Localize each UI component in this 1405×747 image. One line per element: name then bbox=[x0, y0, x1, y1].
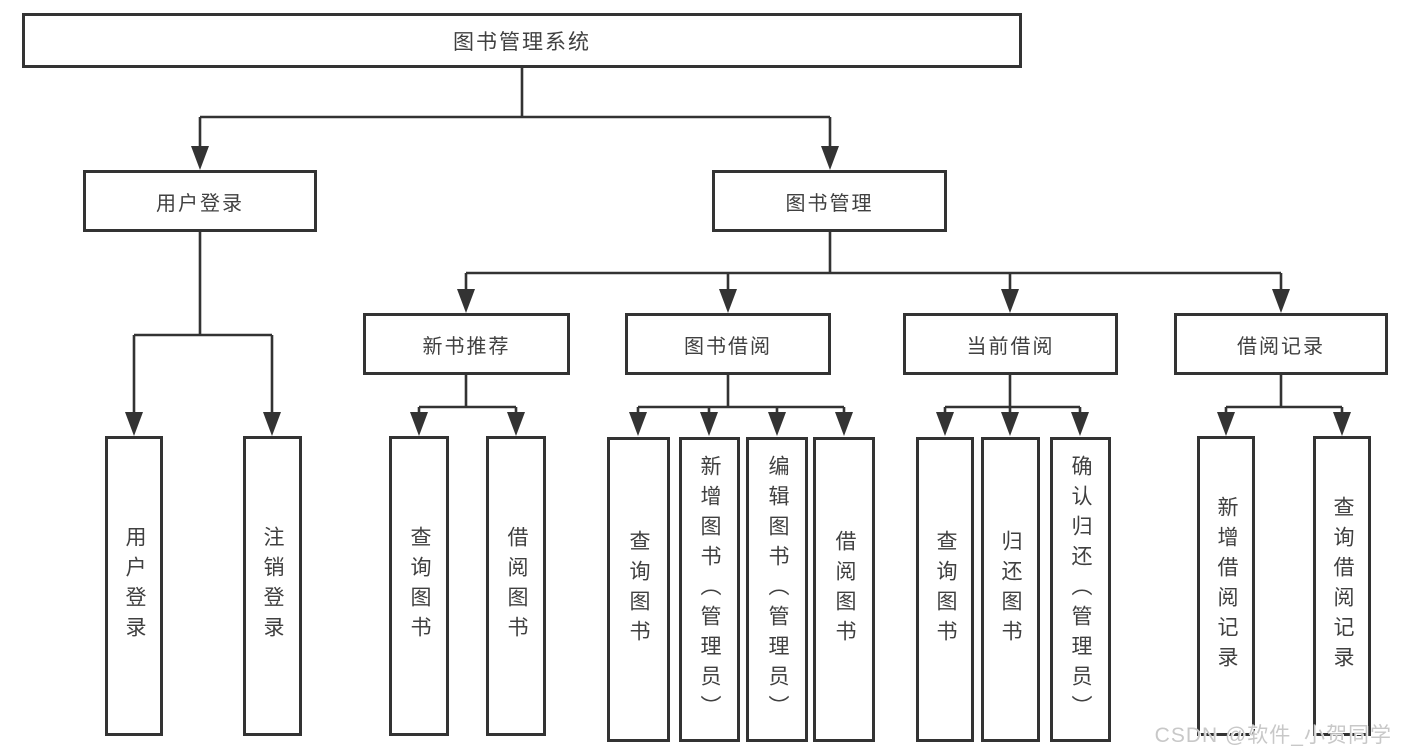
watermark: CSDN @软件_小贺同学 bbox=[1154, 724, 1392, 747]
leaf-logout: 注销登录 bbox=[243, 436, 302, 736]
leaf-confirm-return-admin: 确认归还（管理员） bbox=[1050, 437, 1111, 742]
leaf-query-books-current: 查询图书 bbox=[916, 437, 974, 742]
node-book-borrow: 图书借阅 bbox=[625, 313, 831, 375]
leaf-query-borrow-record: 查询借阅记录 bbox=[1313, 436, 1371, 736]
leaf-borrow-books: 借阅图书 bbox=[813, 437, 875, 742]
connector-user-login-split bbox=[125, 232, 281, 436]
node-book-management: 图书管理 bbox=[712, 170, 947, 232]
connector-current-borrow-split bbox=[936, 375, 1089, 436]
leaf-query-books-borrow: 查询图书 bbox=[607, 437, 670, 742]
leaf-return-books: 归还图书 bbox=[981, 437, 1040, 742]
node-new-book-recommend: 新书推荐 bbox=[363, 313, 570, 375]
connector-book-management-split bbox=[457, 232, 1290, 313]
node-root-system: 图书管理系统 bbox=[22, 13, 1022, 68]
node-current-borrow: 当前借阅 bbox=[903, 313, 1118, 375]
leaf-borrow-books-recommend: 借阅图书 bbox=[486, 436, 546, 736]
leaf-add-borrow-record: 新增借阅记录 bbox=[1197, 436, 1255, 736]
connector-new-book-recommend-split bbox=[410, 375, 525, 436]
node-borrow-records: 借阅记录 bbox=[1174, 313, 1388, 375]
node-user-login: 用户登录 bbox=[83, 170, 317, 232]
leaf-user-login: 用户登录 bbox=[105, 436, 163, 736]
connector-root-split bbox=[191, 68, 839, 170]
leaf-query-books-recommend: 查询图书 bbox=[389, 436, 449, 736]
connector-book-borrow-split bbox=[629, 375, 853, 436]
connector-borrow-records-split bbox=[1217, 375, 1351, 436]
leaf-add-book-admin: 新增图书（管理员） bbox=[679, 437, 740, 742]
leaf-edit-book-admin: 编辑图书（管理员） bbox=[746, 437, 808, 742]
